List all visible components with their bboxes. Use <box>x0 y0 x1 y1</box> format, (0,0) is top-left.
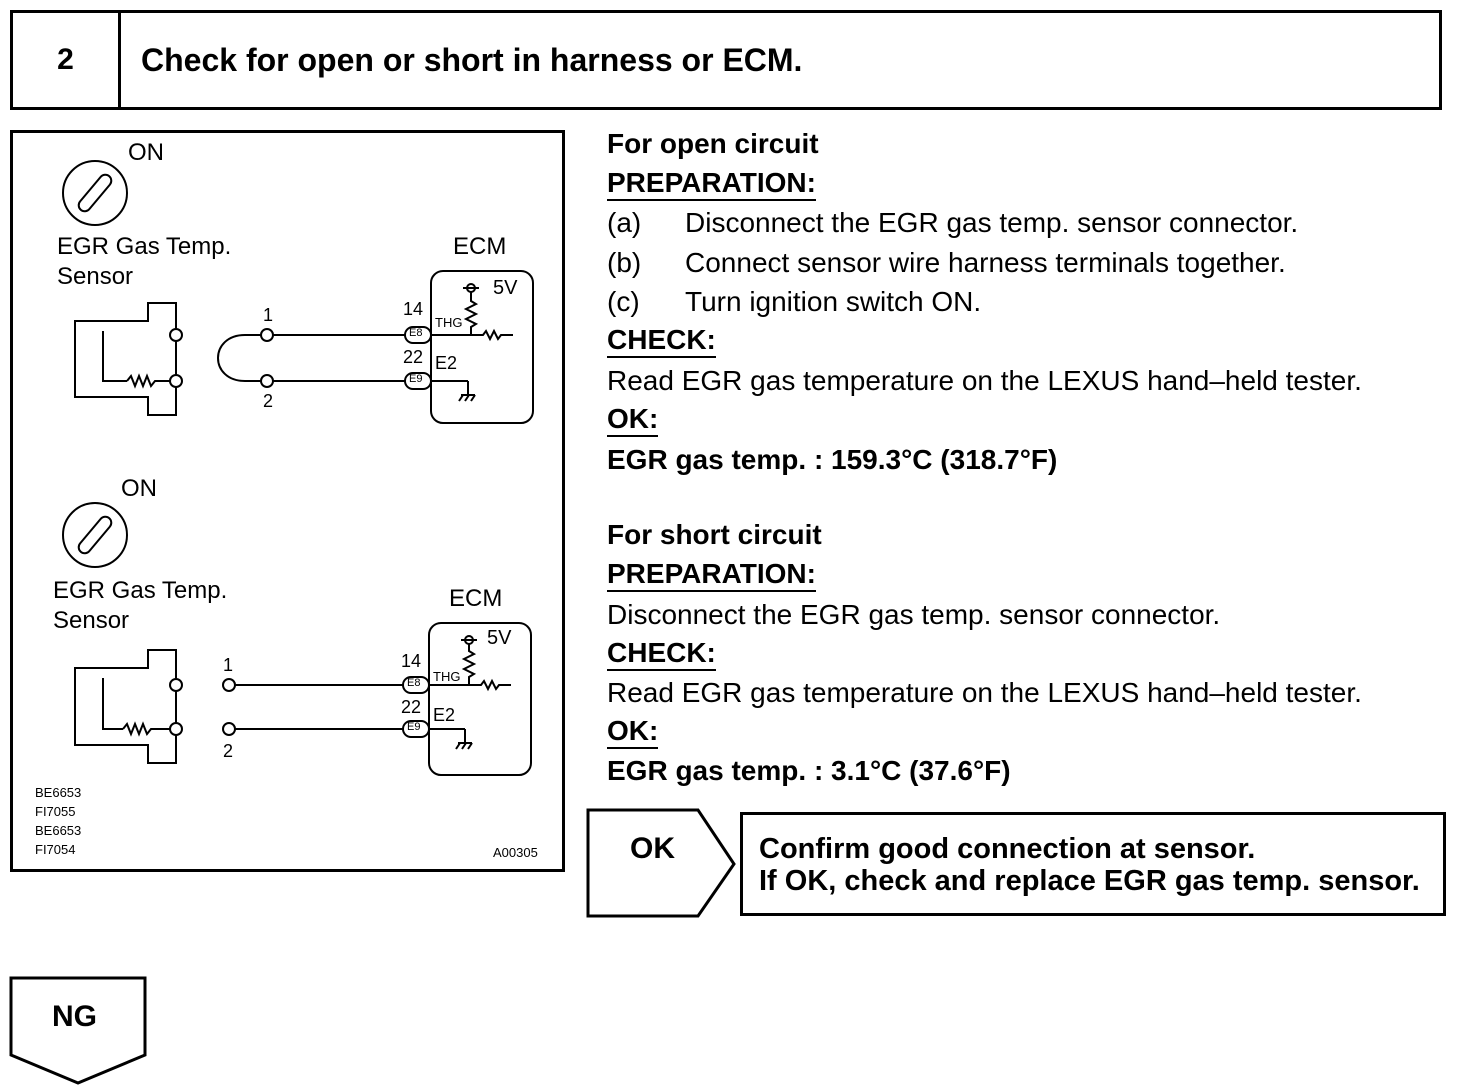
sensor-label-line2: Sensor <box>57 263 134 290</box>
pin-1-label: 1 <box>223 655 234 675</box>
ok-label: OK: <box>607 403 659 437</box>
ng-flow-label: NG <box>52 1000 97 1033</box>
connector-e9-label: E9 <box>407 721 421 733</box>
sensor-connector-icon <box>74 649 183 764</box>
ng-arrow-shape <box>9 976 147 1085</box>
wiring-diagram-svg <box>62 160 534 776</box>
step-text: Disconnect the EGR gas temp. sensor conn… <box>685 207 1299 238</box>
ref-code: BE6653 <box>35 823 82 838</box>
thg-label: THG <box>433 669 461 684</box>
jumper-wire <box>217 334 267 382</box>
check-label: CHECK: <box>607 637 716 671</box>
e2-label: E2 <box>433 705 456 725</box>
check-text: Read EGR gas temperature on the LEXUS ha… <box>607 365 1362 396</box>
short-circuit-heading: For short circuit <box>607 519 822 550</box>
step-header: 2 Check for open or short in harness or … <box>10 10 1442 110</box>
ecm-pin-22-label: 22 <box>401 697 422 717</box>
connector-e9-label: E9 <box>409 373 423 385</box>
preparation-label: PREPARATION: <box>607 558 816 592</box>
pin-2-label: 2 <box>223 741 234 761</box>
check-label: CHECK: <box>607 324 716 358</box>
thg-label: THG <box>435 315 463 330</box>
pin-1-label: 1 <box>263 305 274 325</box>
sensor-label-line1: EGR Gas Temp. <box>53 577 228 604</box>
prep-text: Disconnect the EGR gas temp. sensor conn… <box>607 599 1221 630</box>
sensor-label-line2: Sensor <box>53 607 130 634</box>
connector-e8-label: E8 <box>407 677 421 689</box>
ref-code: FI7054 <box>35 842 76 857</box>
voltage-label: 5V <box>493 277 518 299</box>
connector-e8-label: E8 <box>409 327 423 339</box>
step-title: Check for open or short in harness or EC… <box>141 41 803 78</box>
ok-label: OK: <box>607 715 659 749</box>
ecm-label: ECM <box>453 233 507 260</box>
ok-value: EGR gas temp. : 3.1°C (37.6°F) <box>607 755 1011 786</box>
preparation-label: PREPARATION: <box>607 167 816 201</box>
ok-flow-label: OK <box>630 832 675 865</box>
figure-id: A00305 <box>493 845 538 860</box>
sensor-label-line1: EGR Gas Temp. <box>57 233 232 260</box>
switch-on-label: ON <box>121 475 157 502</box>
ecm-pin-14-label: 14 <box>403 299 424 319</box>
ref-code: FI7055 <box>35 804 76 819</box>
ok-result-box: Confirm good connection at sensor. If OK… <box>740 812 1446 916</box>
ok-value: EGR gas temp. : 159.3°C (318.7°F) <box>607 444 1058 475</box>
ecm-pin-14-label: 14 <box>401 651 422 671</box>
ignition-switch-icon <box>62 160 128 226</box>
ok-arrow-shape <box>586 808 736 918</box>
step-text: Turn ignition switch ON. <box>685 286 982 317</box>
ignition-switch-icon <box>62 502 128 568</box>
sensor-connector-icon <box>74 302 183 416</box>
ref-code: BE6653 <box>35 785 82 800</box>
step-letter: (c) <box>607 286 640 317</box>
ok-result-line2: If OK, check and replace EGR gas temp. s… <box>759 865 1420 897</box>
e2-label: E2 <box>435 353 458 373</box>
step-text: Connect sensor wire harness terminals to… <box>685 247 1286 278</box>
ecm-pin-22-label: 22 <box>403 347 424 367</box>
step-letter: (a) <box>607 207 642 238</box>
step-letter: (b) <box>607 247 642 278</box>
wiring-diagram: ON EGR Gas Temp. Sensor ECM 5V 1 2 14 22… <box>10 130 565 872</box>
step-number: 2 <box>13 13 121 107</box>
check-text: Read EGR gas temperature on the LEXUS ha… <box>607 677 1362 708</box>
open-circuit-heading: For open circuit <box>607 128 819 159</box>
ecm-box <box>402 622 532 776</box>
switch-on-label: ON <box>128 139 164 166</box>
ok-result-line1: Confirm good connection at sensor. <box>759 833 1256 865</box>
ecm-label: ECM <box>449 585 503 612</box>
pin-2-label: 2 <box>263 391 274 411</box>
voltage-label: 5V <box>487 627 512 649</box>
ecm-box <box>404 270 534 424</box>
